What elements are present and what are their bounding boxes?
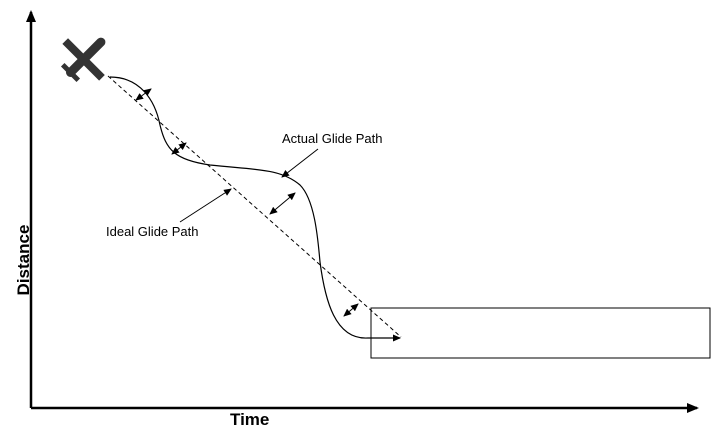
deviation-arrow xyxy=(269,192,296,215)
ideal-path-pointer xyxy=(179,188,232,223)
runway-box xyxy=(370,307,711,359)
airplane-icon xyxy=(60,37,106,83)
ideal-glide-path xyxy=(107,75,402,338)
actual-glide-path xyxy=(109,76,401,342)
ideal-glide-path-label: Ideal Glide Path xyxy=(106,224,199,239)
actual-path-pointer xyxy=(281,148,319,178)
deviation-arrow xyxy=(343,303,359,317)
y-axis-label: Distance xyxy=(14,224,33,296)
x-axis-label: Time xyxy=(230,410,270,429)
deviation-arrow xyxy=(171,142,187,155)
actual-glide-path-label: Actual Glide Path xyxy=(282,131,383,146)
deviation-arrow xyxy=(135,88,152,101)
